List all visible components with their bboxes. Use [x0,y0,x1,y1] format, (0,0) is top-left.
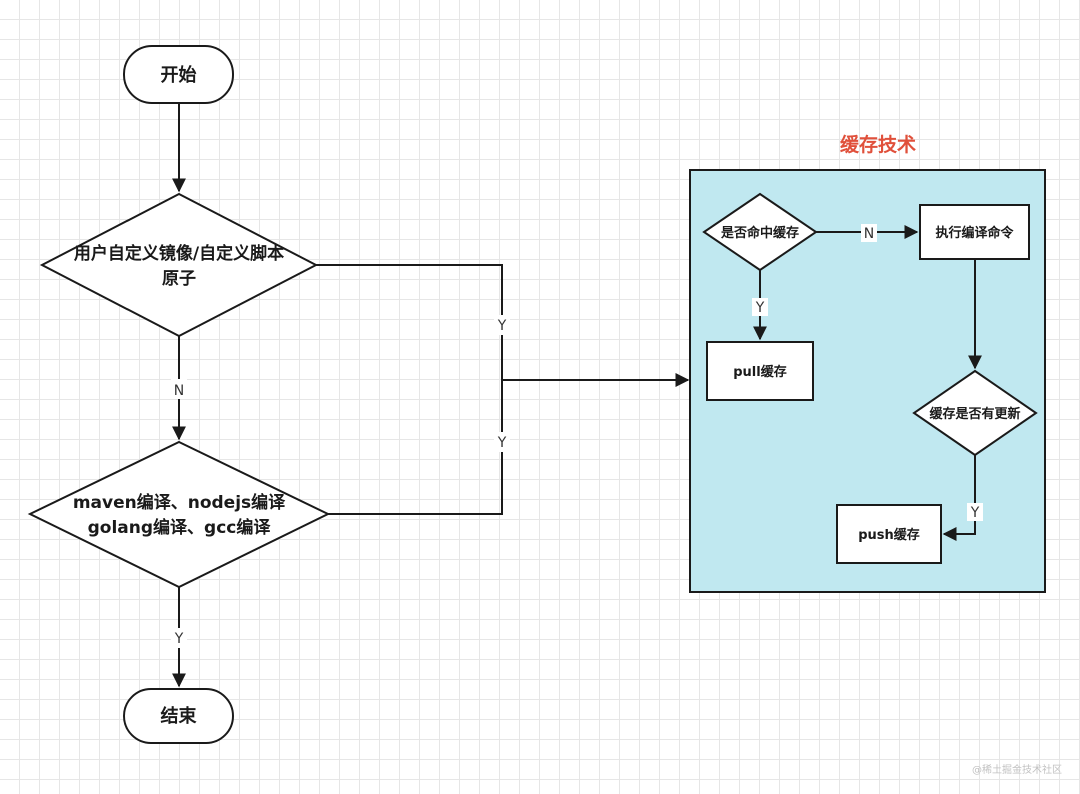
edges-main [172,103,690,688]
push-cache-node: push缓存 [836,504,942,564]
execute-compile-node: 执行编译命令 [919,204,1030,260]
watermark: @稀土掘金技术社区 [972,763,1062,776]
label-updated-to-push: Y [970,505,980,521]
label-custom-to-cache: Y [497,318,507,334]
decision-cache-updated: 缓存是否有更新 [912,369,1038,457]
decision-compile-label-line2: golang编译、gcc编译 [88,517,272,538]
decision-custom-label-line1: 用户自定义镜像/自定义脚本 [74,243,284,264]
label-custom-to-compile: N [174,383,184,399]
cache-panel: N Y Y 是否命中缓存 执行编译命令 pull缓存 缓存是否有更新 push缓… [689,169,1046,593]
start-node: 开始 [123,45,234,104]
label-hit-to-execute: N [864,226,874,242]
decision-cache-hit-label: 是否命中缓存 [720,225,799,241]
label-compile-to-end: Y [174,631,184,647]
end-label: 结束 [161,705,198,727]
decision-custom-label-line2: 原子 [162,269,196,289]
execute-compile-label: 执行编译命令 [935,225,1014,241]
decision-cache-updated-label: 缓存是否有更新 [929,406,1020,422]
pull-cache-label: pull缓存 [733,364,786,380]
decision-cache-hit: 是否命中缓存 [702,192,818,272]
push-cache-label: push缓存 [858,527,920,543]
label-compile-to-cache: Y [497,435,507,451]
edge-updated-to-push [942,455,976,541]
edge-custom-to-cache [316,264,503,380]
edge-labels-main: N Y Y Y [171,315,510,648]
edge-compile-to-cache [328,380,503,515]
decision-compile-label-line1: maven编译、nodejs编译 [73,492,286,513]
start-label: 开始 [161,64,197,86]
end-node: 结束 [123,688,234,744]
cache-panel-title: 缓存技术 [840,133,916,156]
pull-cache-node: pull缓存 [706,341,814,401]
decision-custom-image: 用户自定义镜像/自定义脚本 原子 [39,192,319,338]
label-hit-to-pull: Y [755,300,765,316]
decision-compile: maven编译、nodejs编译 golang编译、gcc编译 [27,440,331,589]
